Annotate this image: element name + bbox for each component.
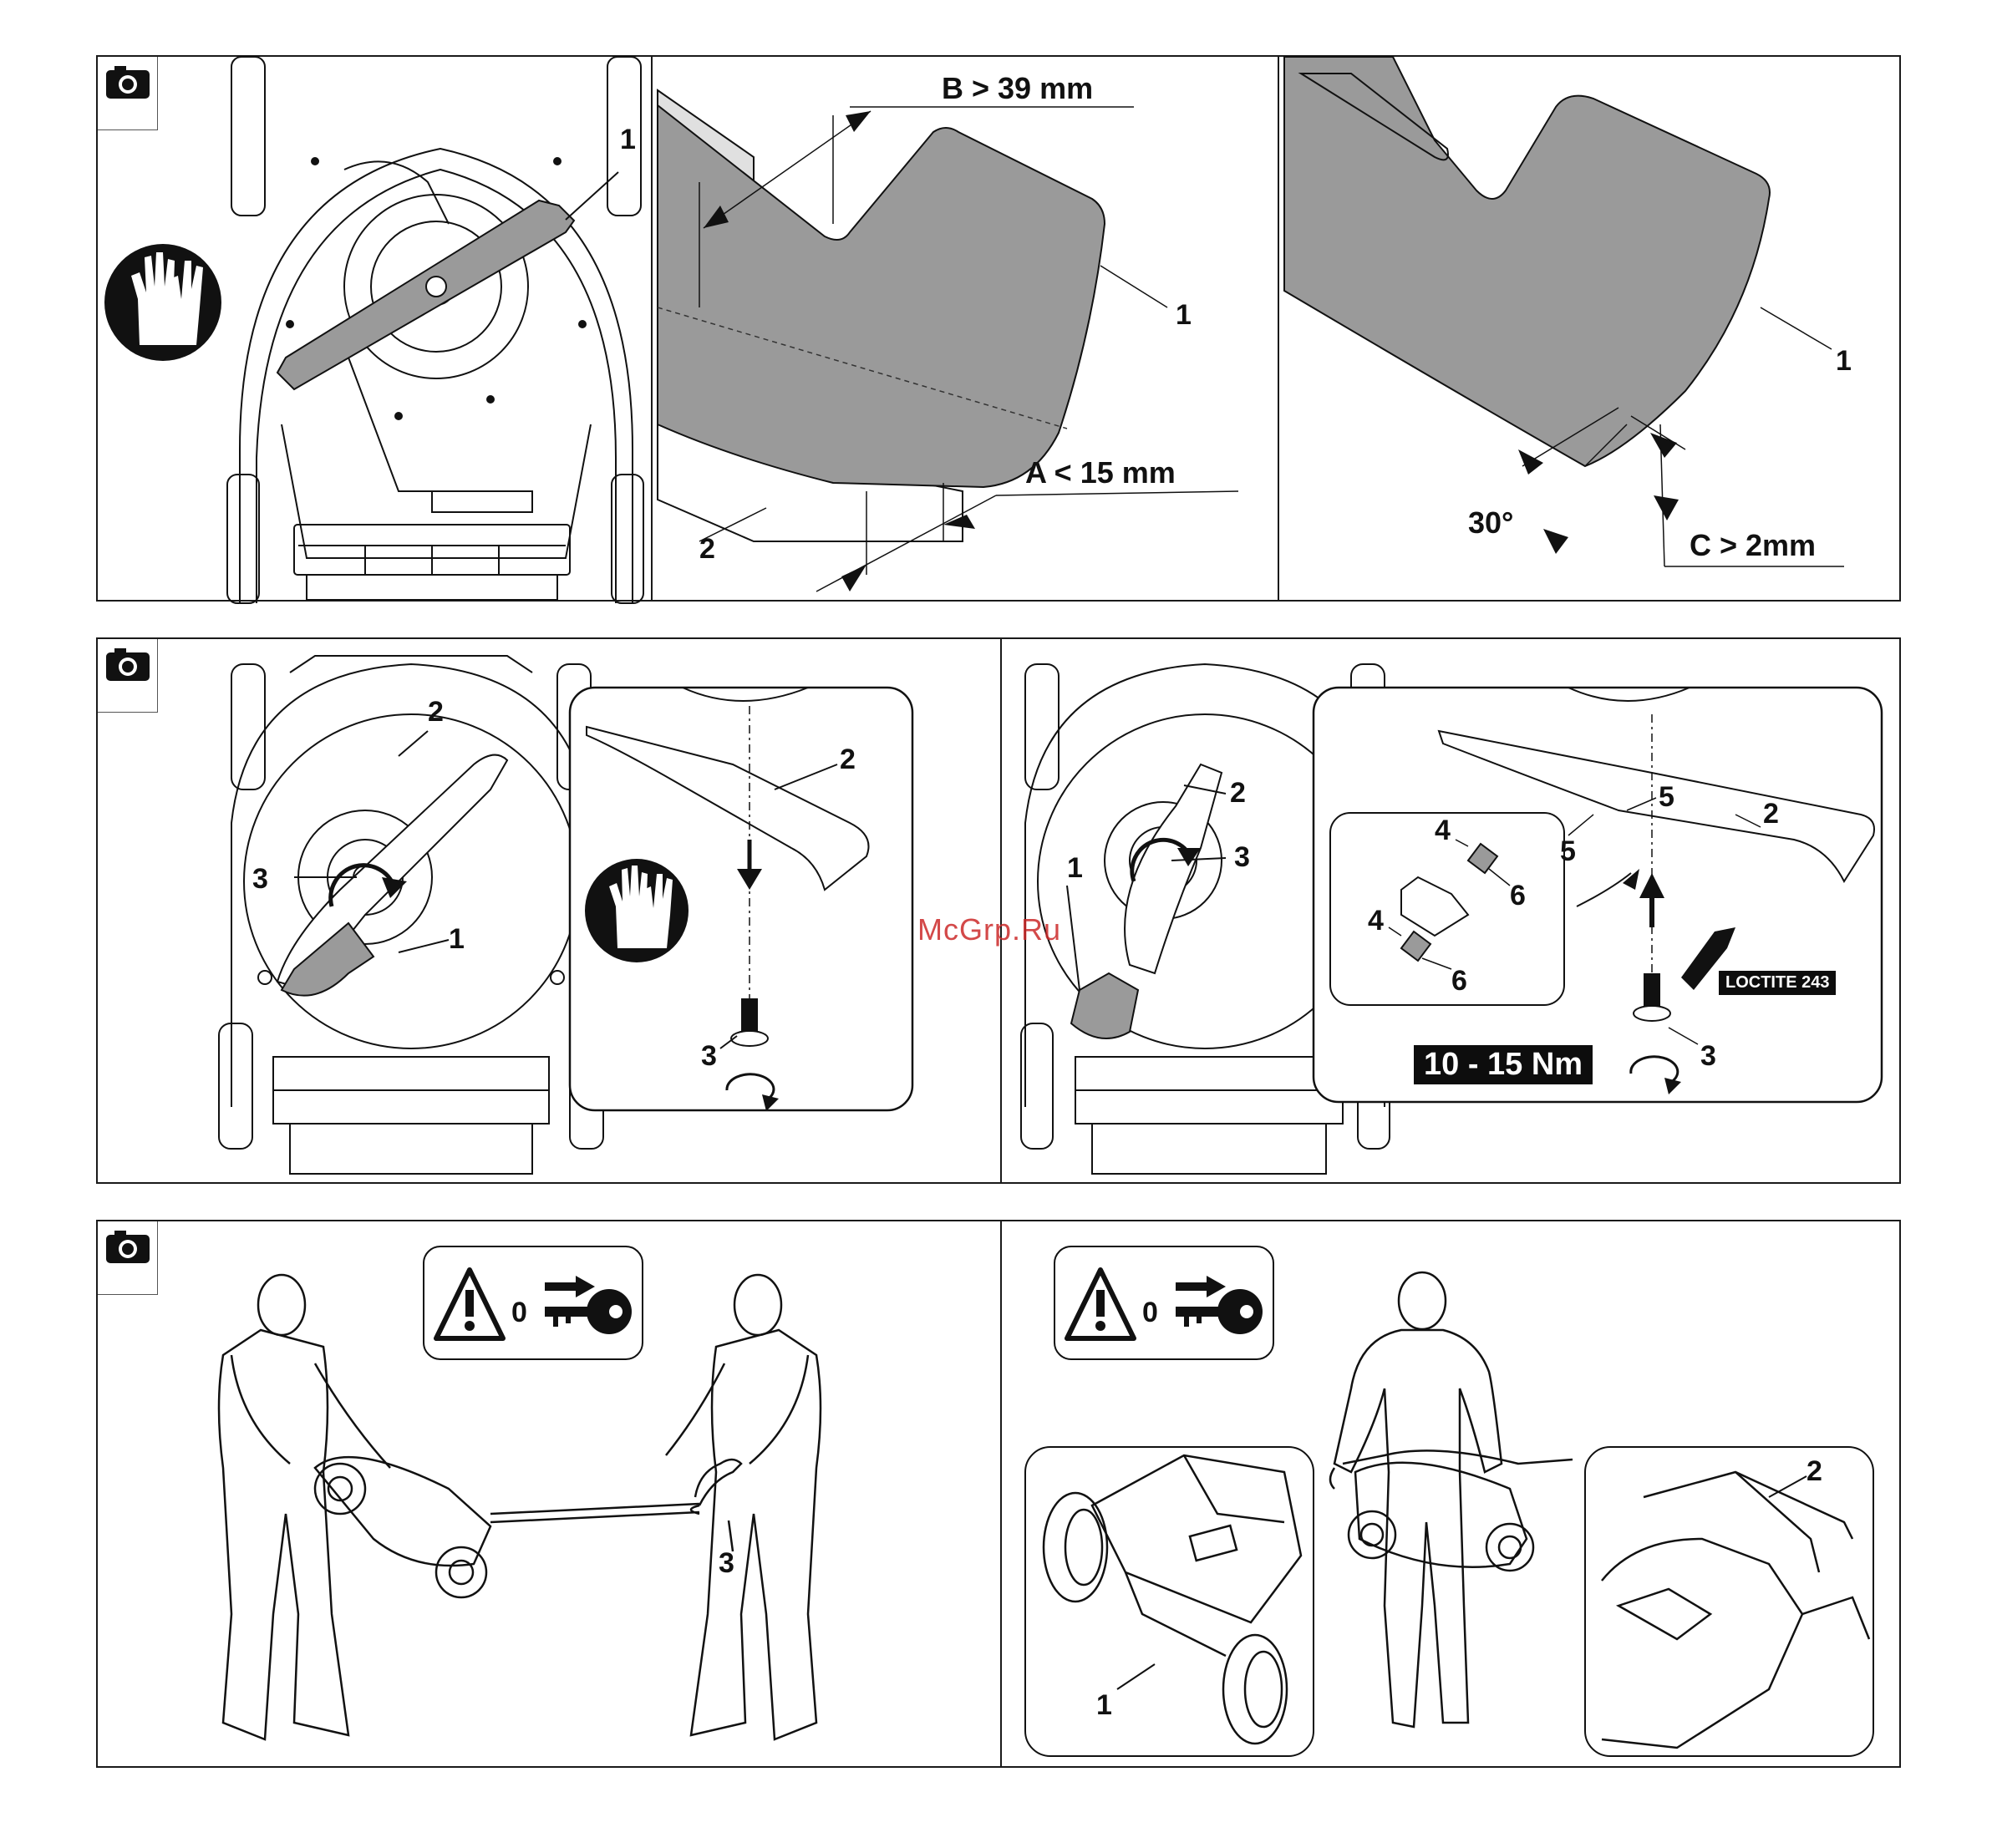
label-handle: 3 [719, 1547, 734, 1579]
label-blade-overview: 1 [620, 124, 636, 155]
panel-blade-replacement: 2 3 1 2 3 [96, 637, 1901, 1184]
inset-label-2: 2 [1807, 1455, 1822, 1487]
inset-label-1: 1 [1096, 1689, 1112, 1721]
mower-underside-view [227, 57, 643, 603]
mower-underside-left [219, 656, 603, 1174]
measure-b: B > 39 mm [942, 71, 1093, 105]
inset-rear-handle [1585, 1447, 1873, 1756]
panel-carrying: 0 3 [96, 1220, 1901, 1768]
detail-label-5a: 5 [1560, 835, 1576, 867]
label-blade-a: 1 [1176, 299, 1192, 331]
inset-blade-install [1314, 688, 1882, 1102]
torque-value: 10 - 15 Nm [1414, 1045, 1593, 1084]
label-block: 2 [699, 533, 715, 565]
detail-label-2: 2 [1763, 798, 1779, 830]
inset-front-handle [1025, 1447, 1314, 1756]
panel-blade-inspection: 1 B > 39 mm A < 15 mm 1 2 [96, 55, 1901, 602]
panel1-drawing: 1 B > 39 mm A < 15 mm 1 2 [98, 57, 1903, 603]
one-person-carry [1330, 1272, 1573, 1727]
blade-edge-detail [1284, 57, 1844, 566]
detail-label-4a: 4 [1435, 815, 1451, 846]
blade-left [277, 755, 507, 996]
measure-c: C > 2mm [1690, 528, 1816, 562]
label-blade-c: 1 [1836, 345, 1852, 377]
panel3-drawing: 0 3 [98, 1221, 1903, 1769]
left-label-1: 1 [449, 923, 465, 955]
detail-label-6a: 6 [1510, 880, 1526, 911]
warning-badge-left [424, 1246, 643, 1359]
blade-overview [277, 172, 618, 389]
detail-label-3: 3 [1700, 1040, 1716, 1072]
warning-badge-right [1054, 1246, 1273, 1359]
inset-blade-removal [570, 688, 912, 1111]
detail-label-6b: 6 [1451, 965, 1467, 997]
inset-label-2: 2 [840, 744, 856, 775]
left-label-2: 2 [428, 696, 444, 728]
inset-label-3: 3 [701, 1040, 717, 1072]
left-label-3: 3 [252, 863, 268, 895]
detail-label-5b: 5 [1659, 781, 1674, 813]
gloves-icon [585, 859, 689, 962]
right-label-3: 3 [1234, 841, 1250, 873]
angle-label: 30° [1468, 505, 1513, 540]
warning-zero-left: 0 [511, 1297, 527, 1328]
loctite-label: LOCTITE 243 [1719, 971, 1836, 995]
right-label-1: 1 [1067, 852, 1083, 884]
right-label-2: 2 [1230, 777, 1246, 809]
watermark: McGrp.Ru [917, 912, 1061, 947]
blade-right [1071, 764, 1222, 1038]
detail-label-4b: 4 [1368, 905, 1384, 937]
blade-wear-detail [658, 90, 1238, 591]
measure-a: A < 15 mm [1025, 455, 1176, 490]
warning-zero-right: 0 [1142, 1297, 1158, 1328]
gloves-icon [104, 244, 221, 361]
